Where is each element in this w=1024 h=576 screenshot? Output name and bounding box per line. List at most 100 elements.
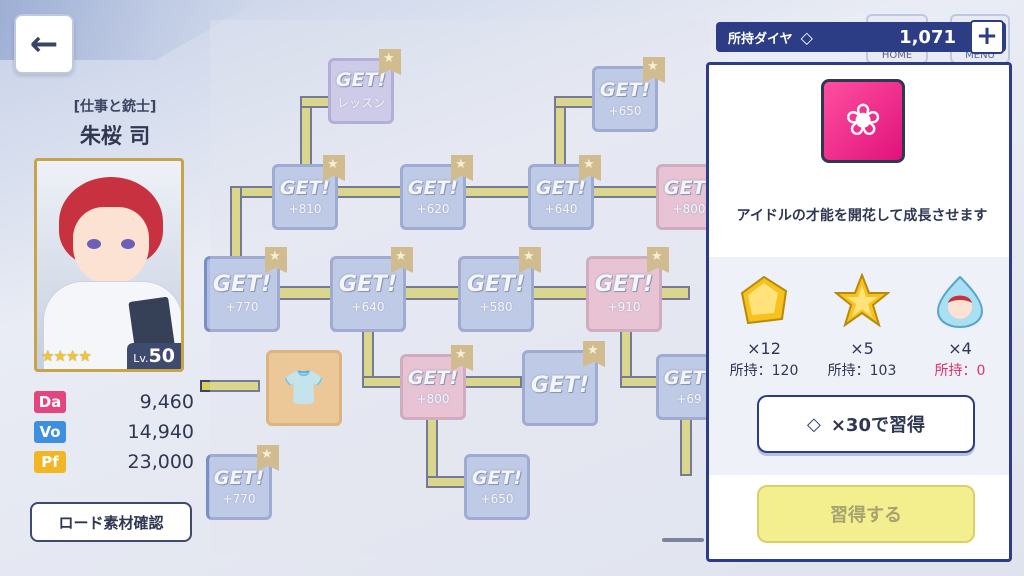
tile-sub-label: +800: [416, 391, 450, 406]
tile-get-label: GET!: [279, 176, 331, 199]
road-tile[interactable]: GET! +910: [586, 247, 669, 332]
tile-get-label: GET!: [663, 176, 715, 199]
road-tile[interactable]: GET! +770: [206, 445, 279, 520]
tile-sub-label: +770: [225, 300, 259, 314]
rarity-stars: ★★★★: [41, 347, 92, 365]
tile-sub-label: +640: [351, 300, 385, 314]
tile-flag-icon: [647, 247, 669, 273]
road-tile[interactable]: GET! +800: [400, 345, 473, 420]
road-tile[interactable]: GET! +810: [272, 155, 345, 230]
tile-flag-icon: [323, 155, 345, 181]
outfit-tile[interactable]: 👕: [266, 350, 342, 426]
stat-vo-badge: Vo: [34, 421, 66, 443]
tile-get-label: GET!: [212, 272, 272, 297]
material-qty: ×5: [850, 339, 874, 358]
road-tile[interactable]: GET! レッスン: [328, 49, 401, 124]
material-qty: ×4: [948, 339, 972, 358]
level-badge: Lv.50: [127, 343, 181, 369]
diamond-icon: ◇: [800, 27, 813, 47]
character-face: [73, 207, 149, 285]
character-card[interactable]: ★★★★ Lv.50: [34, 158, 184, 372]
road-material-button[interactable]: ロード素材確認: [30, 502, 192, 542]
tile-get-label: GET!: [213, 466, 265, 489]
skill-road-board[interactable]: GET! レッスン GET! +650 GET! +810 GET! +620 …: [200, 20, 722, 555]
currency-amount: 1,071: [899, 26, 956, 48]
material-owned: 所持：0: [934, 363, 986, 379]
tile-sub-label: +620: [416, 201, 450, 216]
tile-flag-icon: [257, 445, 279, 471]
stat-da-badge: Da: [34, 391, 66, 413]
tile-get-label: GET!: [466, 272, 526, 297]
tile-get-label: GET!: [663, 366, 715, 389]
material-item: ×4 所持：0: [915, 273, 1005, 380]
material-owned: 所持：103: [827, 363, 897, 379]
tile-flag-icon: [379, 49, 401, 75]
tile-get-label: GET!: [599, 78, 651, 101]
road-tile[interactable]: GET! +640: [528, 155, 601, 230]
stat-da: Da 9,460: [34, 390, 194, 414]
yellow-gem-icon: [740, 275, 788, 325]
tile-flag-icon: [579, 155, 601, 181]
character-eye-left: [87, 239, 101, 249]
road-tile[interactable]: GET!: [522, 341, 605, 426]
road-path: [230, 186, 242, 266]
currency-label: 所持ダイヤ: [728, 31, 793, 47]
tile-get-label: GET!: [530, 373, 590, 398]
tile-flag-icon: [265, 247, 287, 273]
tile-sub-label: +580: [479, 300, 513, 314]
currency-bar: 所持ダイヤ ◇ 1,071: [716, 22, 1006, 52]
stat-vo-value: 14,940: [127, 421, 194, 443]
tile-sub-label: +810: [288, 201, 322, 216]
tile-sub-label: +650: [480, 491, 514, 506]
tile-sub-label: +800: [672, 201, 706, 216]
skill-description: アイドルの才能を開花して成長させます: [736, 208, 988, 224]
shirt-icon: 👕: [282, 368, 326, 408]
board-scrollbar[interactable]: [662, 538, 704, 542]
level-prefix: Lv.: [133, 352, 149, 365]
character-name: 朱桜 司: [79, 124, 151, 148]
tile-sub-label: +69: [676, 391, 702, 406]
learn-with-diamonds-label: ×30で習得: [830, 415, 925, 436]
tile-flag-icon: [643, 57, 665, 83]
character-eye-right: [121, 239, 135, 249]
road-tile[interactable]: GET! +650: [464, 454, 530, 520]
tile-get-label: GET!: [407, 176, 459, 199]
road-tile[interactable]: GET! +580: [458, 247, 541, 332]
tile-get-label: GET!: [338, 272, 398, 297]
back-arrow-icon: ←: [29, 24, 59, 64]
tile-sub-label: +910: [607, 300, 641, 314]
material-item: ×5 所持：103: [817, 272, 907, 380]
tile-flag-icon: [451, 155, 473, 181]
stat-pf: Pf 23,000: [34, 450, 194, 474]
tile-sub-label: +650: [608, 103, 642, 118]
flower-icon: ❀: [844, 95, 882, 146]
learn-with-diamonds-button[interactable]: ◇ ×30で習得: [757, 395, 975, 453]
tile-sub-label: +770: [222, 491, 256, 506]
panel-header: ❀ アイドルの才能を開花して成長させます: [709, 65, 1009, 257]
material-owned: 所持：120: [729, 363, 799, 379]
road-tile[interactable]: GET! +770: [204, 247, 287, 332]
add-currency-button[interactable]: +: [970, 20, 1004, 54]
stat-da-value: 9,460: [139, 391, 194, 413]
tile-get-label: GET!: [335, 69, 387, 91]
acquire-button[interactable]: 習得する: [757, 485, 975, 543]
character-subtitle: [仕事と銃士]: [73, 99, 157, 115]
tile-get-label: GET!: [407, 366, 459, 389]
level-value: 50: [148, 345, 175, 367]
star-gem-icon: [833, 272, 891, 328]
road-tile[interactable]: GET! +640: [330, 247, 413, 332]
tile-get-label: GET!: [594, 272, 654, 297]
tile-sub-label: +640: [544, 201, 578, 216]
tile-sub-label: レッスン: [336, 96, 385, 110]
tile-flag-icon: [583, 341, 605, 367]
character-drop-icon: [936, 275, 984, 329]
tile-flag-icon: [451, 345, 473, 371]
road-tile[interactable]: GET! +650: [592, 57, 665, 132]
tile-get-label: GET!: [471, 466, 523, 489]
back-button[interactable]: ←: [14, 14, 74, 74]
diamond-icon: ◇: [807, 413, 821, 435]
tile-get-label: GET!: [535, 176, 587, 199]
skill-detail-panel: ❀ アイドルの才能を開花して成長させます ×12 所持：120 ×5 所持：10…: [706, 62, 1012, 562]
stat-pf-value: 23,000: [127, 451, 194, 473]
road-tile[interactable]: GET! +620: [400, 155, 473, 230]
